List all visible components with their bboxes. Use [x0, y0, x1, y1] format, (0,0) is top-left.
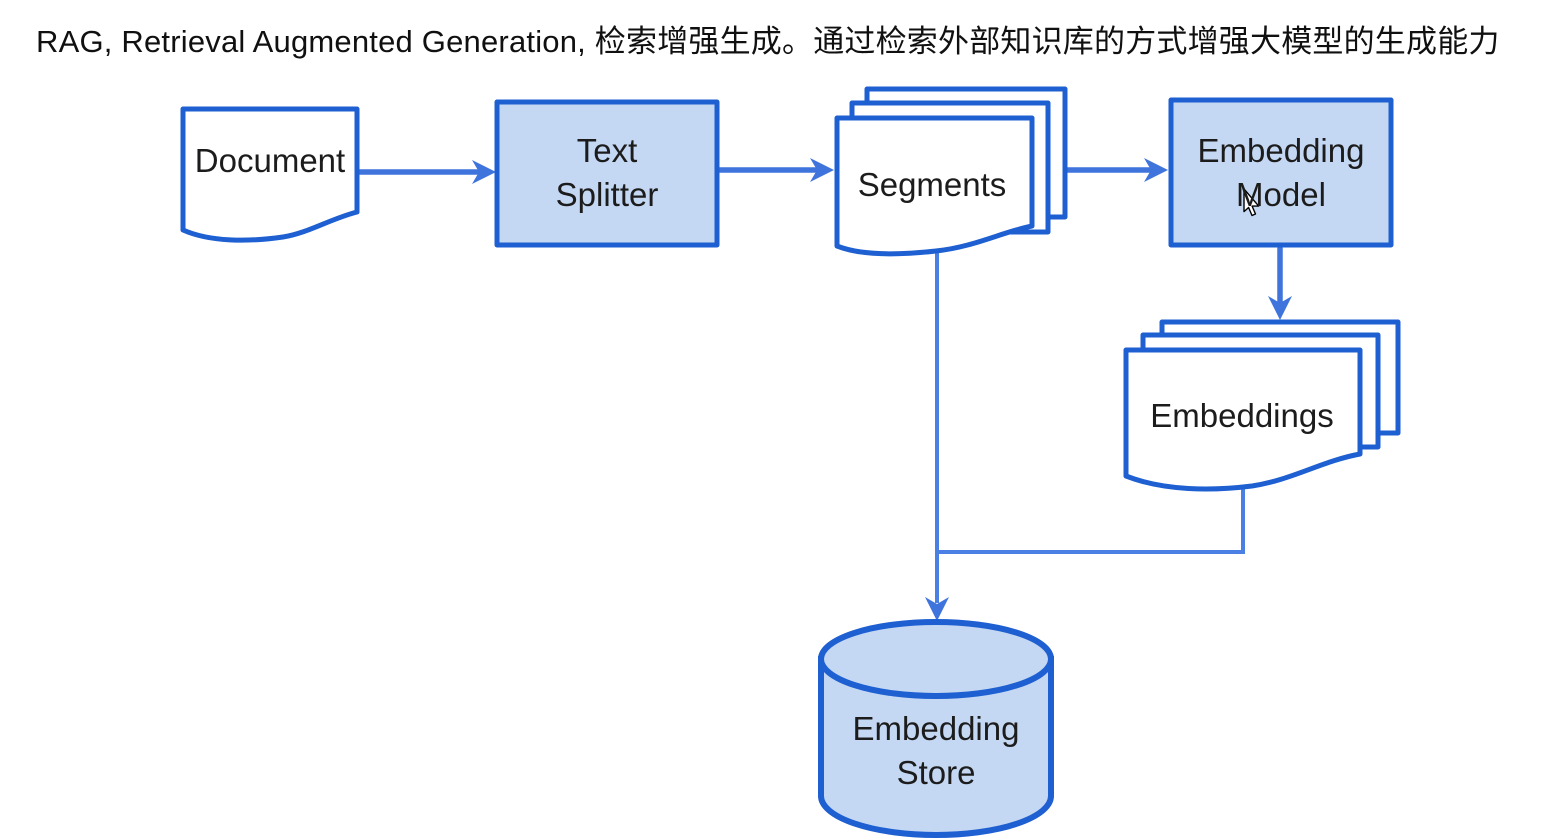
embedding-store-label: Embedding Store: [852, 710, 1020, 791]
text-splitter-box: [494, 99, 720, 248]
embeddings-stack: [1123, 319, 1401, 492]
embedding-model-box: [1168, 97, 1394, 248]
edge-text-splitter-to-segments: [716, 158, 834, 182]
mouse-pointer-icon: [1243, 188, 1260, 217]
document-label: Document: [194, 142, 346, 179]
embeddings-shape: [1123, 347, 1363, 492]
document-shape: [180, 106, 360, 243]
edge-segments-to-embedding-model: [1063, 158, 1168, 182]
embedding-store-cylinder: [818, 619, 1054, 838]
segments-stack: [834, 86, 1068, 257]
embedding-model-label: Embedding Model: [1197, 132, 1365, 213]
slide-title: RAG, Retrieval Augmented Generation, 检索增…: [36, 24, 1500, 59]
segments-shape: [834, 115, 1035, 257]
segments-label: Segments: [857, 166, 1007, 203]
edge-embeddings-to-embedding-store: [938, 478, 1245, 554]
edge-document-to-text-splitter: [357, 160, 496, 184]
embeddings-label: Embeddings: [1150, 397, 1334, 434]
edge-segments-to-embedding-store: [925, 250, 949, 621]
edge-embedding-model-to-embeddings: [1268, 245, 1292, 320]
text-splitter-label: Text Splitter: [555, 132, 659, 213]
